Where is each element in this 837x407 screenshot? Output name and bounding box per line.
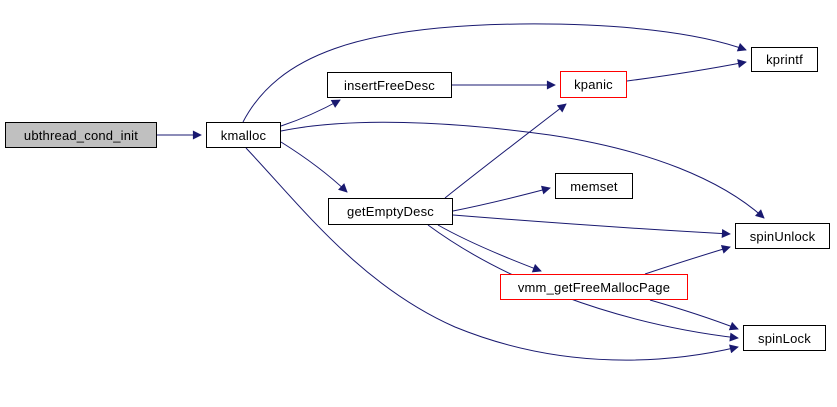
node-memset[interactable]: memset	[555, 173, 633, 199]
node-label: insertFreeDesc	[344, 77, 435, 93]
node-kpanic[interactable]: kpanic	[560, 71, 627, 98]
node-label: spinLock	[758, 330, 811, 346]
node-spinLock[interactable]: spinLock	[743, 325, 826, 351]
node-insertFreeDesc[interactable]: insertFreeDesc	[327, 72, 452, 98]
edge-kmalloc-to-kprintf	[242, 23, 747, 123]
edge-kmalloc-to-insertFreeDesc	[280, 99, 341, 127]
edge-vmm_getFreeMallocPage-to-spinLock	[649, 299, 739, 331]
node-spinUnlock[interactable]: spinUnlock	[735, 223, 830, 249]
node-kprintf[interactable]: kprintf	[751, 47, 818, 72]
node-ubthread_cond_init: ubthread_cond_init	[5, 122, 157, 148]
edge-getEmptyDesc-to-memset	[452, 185, 551, 212]
edge-kpanic-to-kprintf	[626, 59, 747, 82]
node-getEmptyDesc[interactable]: getEmptyDesc	[328, 198, 453, 225]
node-label: kpanic	[574, 77, 613, 92]
node-label: memset	[570, 178, 618, 194]
edge-kmalloc-to-spinLock	[245, 147, 739, 361]
edge-getEmptyDesc-to-kpanic	[444, 103, 567, 199]
node-label: spinUnlock	[749, 228, 816, 244]
node-label: vmm_getFreeMallocPage	[517, 279, 671, 295]
edge-kmalloc-to-getEmptyDesc	[280, 141, 348, 193]
node-label: kprintf	[766, 52, 803, 67]
edge-getEmptyDesc-to-vmm_getFreeMallocPage	[437, 224, 542, 273]
edge-kmalloc-to-spinUnlock	[280, 121, 765, 219]
edge-getEmptyDesc-to-spinUnlock	[452, 214, 731, 239]
node-kmalloc[interactable]: kmalloc	[206, 122, 281, 148]
node-label: ubthread_cond_init	[23, 127, 139, 143]
node-label: kmalloc	[220, 127, 267, 143]
node-label: getEmptyDesc	[347, 204, 434, 219]
node-vmm_getFreeMallocPage[interactable]: vmm_getFreeMallocPage	[500, 274, 688, 300]
edge-vmm_getFreeMallocPage-to-spinUnlock	[644, 245, 731, 275]
